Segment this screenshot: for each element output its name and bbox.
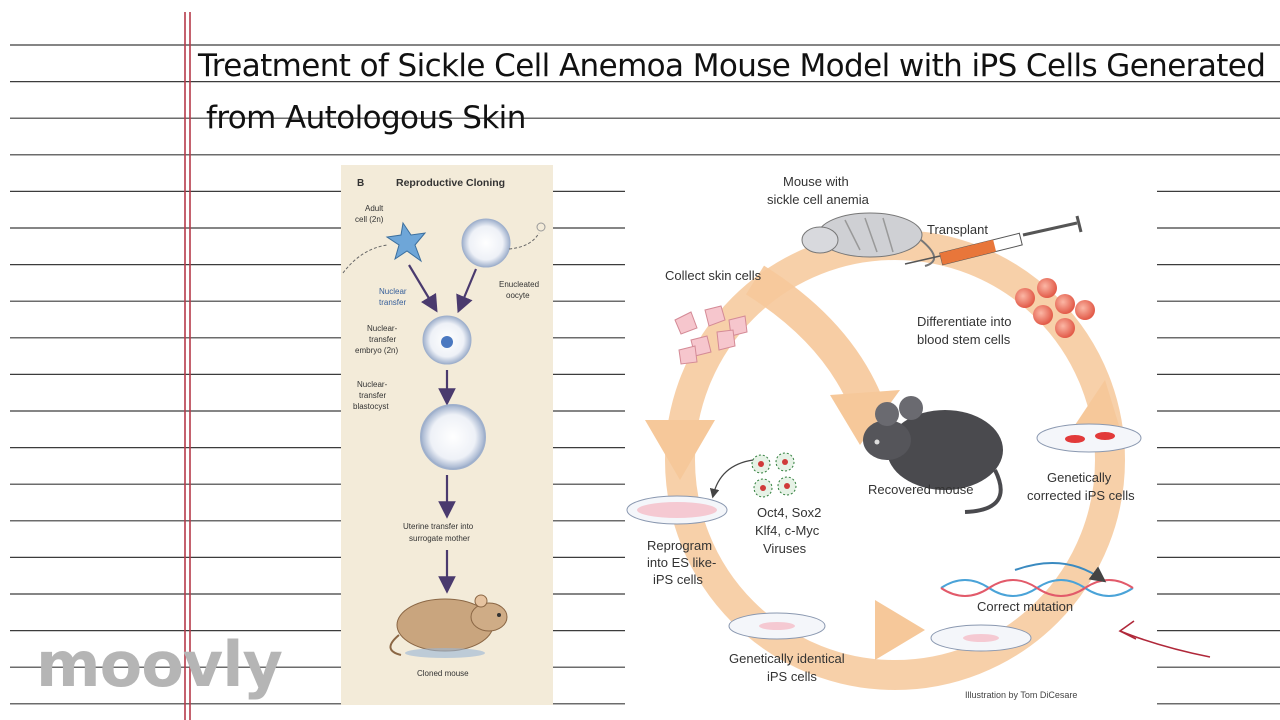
identical-label-1: Genetically identical	[729, 651, 845, 666]
nuclear-transfer-label-1: Nuclear	[379, 287, 407, 296]
differentiate-label-1: Differentiate into	[917, 314, 1011, 329]
cloned-mouse-label: Cloned mouse	[417, 669, 469, 678]
ips-treatment-cycle: Mouse with sickle cell anemia Transplant…	[625, 160, 1157, 708]
panel-letter: B	[357, 178, 364, 189]
nuclear-transfer-blastocyst	[420, 404, 486, 470]
dna-strand-icon	[940, 561, 1134, 597]
annotation-arrow-icon	[1118, 620, 1211, 658]
syringe-icon	[904, 215, 1083, 266]
reproductive-cloning-panel: B Reproductive Cloning Adult cell (2n) E…	[341, 165, 553, 705]
uterine-label-1: Uterine transfer into	[403, 522, 474, 531]
arrow-oocyte-to-embryo	[456, 268, 478, 314]
sick-mouse-label-1: Mouse with	[783, 174, 849, 189]
correct-mutation-label: Correct mutation	[977, 599, 1073, 614]
skin-cells-icon	[674, 305, 748, 365]
page-title-line-2: from Autologous Skin	[206, 100, 526, 136]
factors-label-1: Oct4, Sox2	[757, 505, 821, 520]
reprogram-label-1: Reprogram	[647, 538, 712, 553]
dashed-arrow-nucleus	[508, 232, 540, 250]
nt-blastocyst-label-1: Nuclear-	[357, 380, 388, 389]
enucleated-label-2: oocyte	[506, 291, 530, 300]
reprogram-dish-icon	[626, 495, 728, 525]
expelled-nucleus	[536, 222, 546, 232]
reprogram-label-3: iPS cells	[653, 572, 703, 587]
factors-label-3: Viruses	[763, 541, 807, 556]
embryo-nucleus	[441, 336, 453, 348]
nuclear-transfer-label-2: transfer	[379, 298, 406, 307]
sick-mouse-icon	[801, 212, 935, 267]
cloned-mouse-icon	[389, 594, 508, 658]
mutation-dish-icon	[930, 624, 1032, 652]
moovly-watermark: moovly	[36, 628, 283, 701]
page-title-line-1: Treatment of Sickle Cell Anemoa Mouse Mo…	[198, 48, 1266, 84]
factors-label-2: Klf4, c-Myc	[755, 523, 820, 538]
differentiate-label-2: blood stem cells	[917, 332, 1011, 347]
adult-cell-icon	[385, 221, 427, 263]
collect-skin-label: Collect skin cells	[665, 268, 762, 283]
nt-embryo-label-2: transfer	[369, 335, 396, 344]
uterine-label-2: surrogate mother	[409, 534, 470, 543]
transplant-label: Transplant	[927, 222, 988, 237]
blood-stem-cells-icon	[1015, 278, 1095, 338]
enucleated-oocyte	[461, 218, 511, 268]
dashed-arrow-left	[342, 244, 388, 274]
enucleated-label-1: Enucleated	[499, 280, 539, 289]
adult-cell-label-1: Adult	[365, 204, 384, 213]
corrected-label-1: Genetically	[1047, 470, 1112, 485]
nt-embryo-label-3: embryo (2n)	[355, 346, 398, 355]
virus-to-dish-arrow	[709, 459, 754, 499]
identical-label-2: iPS cells	[767, 669, 817, 684]
recovered-mouse-label: Recovered mouse	[868, 482, 974, 497]
reprogram-label-2: into ES like-	[647, 555, 716, 570]
virus-icons	[751, 452, 797, 498]
corrected-label-2: corrected iPS cells	[1027, 488, 1135, 503]
recovered-mouse-icon	[863, 396, 1003, 514]
identical-dish-icon	[728, 612, 826, 640]
panel-heading: Reproductive Cloning	[396, 177, 505, 189]
nt-blastocyst-label-2: transfer	[359, 391, 386, 400]
nt-embryo-label-1: Nuclear-	[367, 324, 398, 333]
arrow-cell-to-embryo	[408, 264, 438, 313]
corrected-dish-icon	[1036, 423, 1142, 453]
illustration-credit: Illustration by Tom DiCesare	[965, 690, 1077, 700]
nt-blastocyst-label-3: blastocyst	[353, 402, 389, 411]
adult-cell-label-2: cell (2n)	[355, 215, 384, 224]
sick-mouse-label-2: sickle cell anemia	[767, 192, 870, 207]
